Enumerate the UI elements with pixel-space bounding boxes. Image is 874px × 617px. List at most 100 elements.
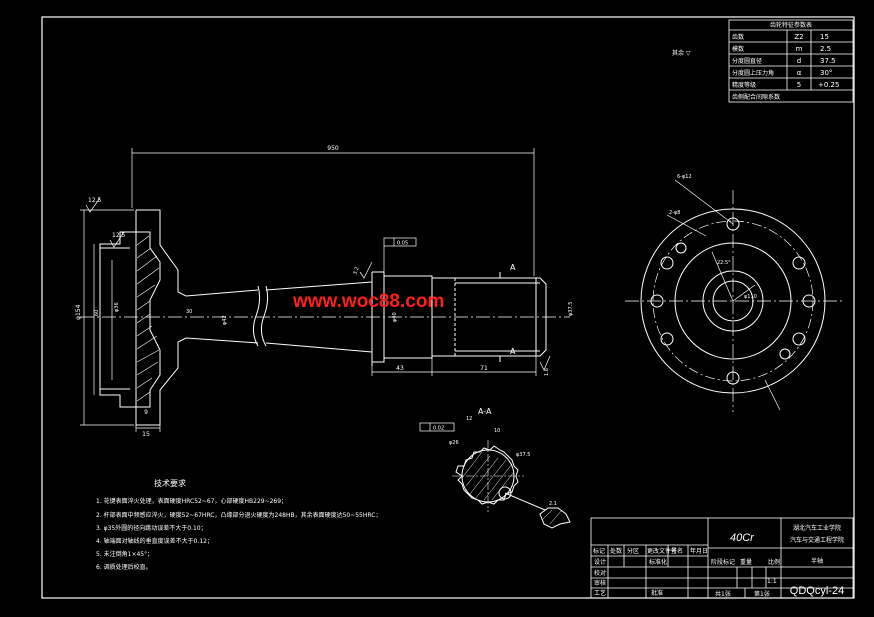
drawing-number-text: QDQcyl-24 bbox=[790, 585, 844, 597]
tech-req-item: 5. 未注倒角1×45°； bbox=[96, 550, 153, 558]
bolt-circle-text: φ110 bbox=[744, 294, 757, 300]
school-text: 湖北汽车工业学院 bbox=[793, 524, 841, 532]
tb-label-review: 审核 bbox=[594, 579, 606, 587]
tb-label-sheets: 共1张 bbox=[715, 590, 731, 598]
tech-req-item: 2. 杆部表面中频感应淬火，硬度52~67HRC，凸缘部分退火硬度为248HB，… bbox=[96, 511, 381, 519]
tb-label-standard: 标准化 bbox=[649, 558, 667, 566]
dim-37b-text: φ37.5 bbox=[516, 452, 530, 458]
tb-label-stage: 阶段标记 bbox=[711, 558, 735, 566]
spline-length-text: 71 bbox=[480, 365, 488, 372]
roughness-4-text: 1.6 bbox=[544, 368, 550, 376]
gear-row-sym: α bbox=[797, 69, 802, 77]
gear-table-rows: 齿数 Z2 15 模数 m 2.5 分度圆直径 d 37.5 分度圆上压力角 α… bbox=[732, 33, 839, 101]
tolerance-2-text: 0.02 bbox=[433, 426, 444, 432]
flange-thickness-text: 15 bbox=[142, 431, 150, 438]
tb-label-sign: 签名 bbox=[671, 547, 683, 555]
tb-label-count: 处数 bbox=[610, 547, 622, 555]
dim-bore-text: 60 bbox=[94, 310, 100, 316]
roughness-mark-2 bbox=[109, 231, 125, 248]
gear-row-val: 37.5 bbox=[820, 57, 836, 65]
dim-21-text: 2.1 bbox=[549, 501, 557, 507]
dim-42-text: φ42 bbox=[222, 315, 228, 325]
tb-label-scale: 比例 bbox=[768, 558, 780, 566]
title-block-grid bbox=[590, 517, 854, 599]
tb-label-change: 更改文件号 bbox=[647, 547, 677, 555]
dim-30-text: 30 bbox=[186, 309, 192, 315]
gear-row-name: 分度圆直径 bbox=[732, 57, 762, 65]
material-text: 40Cr bbox=[730, 532, 755, 544]
roughness-mark-1 bbox=[85, 197, 101, 213]
dim-10-text: 10 bbox=[494, 428, 500, 434]
holes-2-text: 2-φ8 bbox=[669, 210, 680, 216]
bottom-dimensions bbox=[135, 356, 537, 432]
roughness-3-text: 3.2 bbox=[352, 266, 360, 276]
watermark-text: www.woc88.com bbox=[292, 291, 444, 312]
roughness-note: 其余 ▽ bbox=[672, 49, 691, 57]
gear-row-val: 15 bbox=[820, 33, 829, 41]
tb-label-design: 设计 bbox=[594, 558, 606, 566]
gear-row-name: 模数 bbox=[732, 45, 744, 53]
dim-40-text: φ40 bbox=[392, 312, 398, 322]
section-aa-title: A-A bbox=[478, 407, 492, 416]
roughness-1-text: 12.5 bbox=[88, 197, 102, 204]
gear-parameter-table bbox=[728, 19, 854, 103]
roughness-mark-4 bbox=[539, 355, 551, 371]
overall-length-dimension bbox=[131, 148, 535, 276]
gear-row-sym: m bbox=[796, 45, 803, 53]
gear-row-val: 30° bbox=[820, 69, 832, 77]
dim-26-text: φ26 bbox=[449, 440, 459, 446]
dim-36-text: φ36 bbox=[114, 302, 120, 312]
gear-row-sym: Z2 bbox=[794, 33, 803, 41]
dim-12-text: 12 bbox=[466, 416, 472, 422]
bolt-holes-text: 6-φ12 bbox=[677, 174, 692, 180]
section-aa-view bbox=[452, 440, 571, 529]
end-view-leaders bbox=[666, 179, 781, 411]
section-aa-hatch bbox=[461, 451, 563, 525]
gear-row-name: 齿侧配合间隙系数 bbox=[732, 93, 780, 101]
gear-table-title: 齿轮特征参数表 bbox=[770, 21, 812, 29]
flange-diameter-text: φ154 bbox=[75, 304, 82, 320]
gear-row-val: 2.5 bbox=[820, 45, 831, 53]
tech-req-item: 4. 轴端面对轴线的垂直度误差不大于0.12； bbox=[96, 537, 213, 545]
tolerance-1-text: 0.05 bbox=[397, 241, 408, 247]
gear-row-sym: d bbox=[797, 57, 801, 65]
bolt-holes bbox=[650, 217, 816, 385]
flange-hatch bbox=[136, 235, 160, 402]
tolerance-frame-1 bbox=[383, 237, 417, 272]
gear-row-name: 分度圆上压力角 bbox=[732, 69, 774, 77]
gear-row-val: +0.25 bbox=[818, 81, 839, 89]
flange-end-view bbox=[625, 190, 842, 412]
roughness-2-text: 12.5 bbox=[112, 232, 126, 239]
tech-req-item: 1. 花键表面淬火处理，表面硬度HRC52~67，心部硬度HB229~269； bbox=[96, 497, 287, 505]
shaft-main-view bbox=[80, 209, 570, 426]
tolerance-frame-2 bbox=[419, 422, 455, 432]
tech-req-item: 6. 调质处理后校直。 bbox=[96, 563, 152, 571]
tech-req-item: 3. φ35外圆的径向跳动误差不大于0.10； bbox=[96, 524, 207, 532]
tb-scale-value: 1:1 bbox=[767, 578, 777, 585]
section-label-top: A bbox=[510, 263, 516, 272]
tb-label-approve: 批准 bbox=[651, 589, 663, 597]
dim-9-text: 9 bbox=[144, 409, 148, 416]
tb-label-mark: 标记 bbox=[593, 547, 605, 555]
tb-label-date: 年月日 bbox=[690, 547, 708, 555]
drawing-frame bbox=[41, 16, 855, 599]
tb-label-zone: 分区 bbox=[627, 547, 639, 555]
neck-length-text: 43 bbox=[396, 365, 404, 372]
gear-row-name: 精度等级 bbox=[732, 81, 756, 89]
section-label-bottom: A bbox=[510, 347, 516, 356]
tech-req-title: 技术要求 bbox=[154, 478, 186, 488]
dept-text: 汽车与交通工程学院 bbox=[790, 536, 844, 544]
tb-label-process: 工艺 bbox=[594, 589, 606, 597]
gear-row-sym: 5 bbox=[797, 81, 801, 89]
tb-label-check: 校对 bbox=[594, 569, 606, 577]
gear-row-name: 齿数 bbox=[732, 33, 744, 41]
roughness-mark-3 bbox=[359, 261, 373, 279]
flange-diameter-dimension bbox=[80, 209, 134, 426]
tb-label-sheet: 第1张 bbox=[754, 590, 770, 598]
tb-label-weight: 重量 bbox=[740, 558, 752, 566]
angle-text: 22.5° bbox=[717, 260, 731, 266]
dim-37-text: φ37.5 bbox=[568, 302, 574, 316]
overall-length-text: 950 bbox=[327, 145, 339, 152]
